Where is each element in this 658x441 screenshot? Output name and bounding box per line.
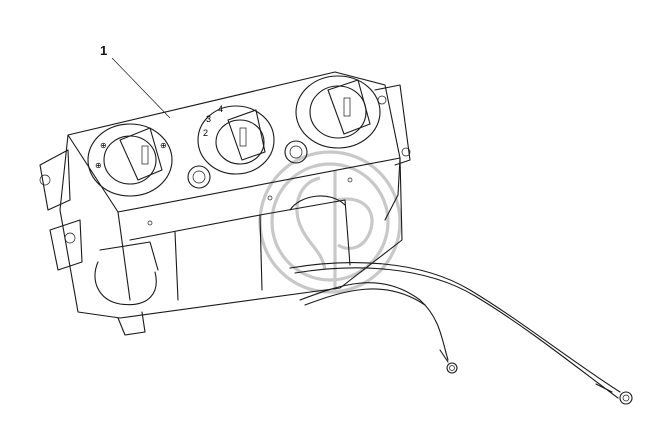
push-switches xyxy=(187,140,308,189)
svg-text:⊕: ⊕ xyxy=(95,161,102,170)
control-housing xyxy=(39,71,411,336)
cp-logo-watermark xyxy=(258,150,402,294)
svg-text:4: 4 xyxy=(218,104,223,114)
svg-text:3: 3 xyxy=(206,114,211,124)
svg-text:2: 2 xyxy=(203,128,208,138)
control-cables xyxy=(289,262,633,405)
svg-text:⊕: ⊕ xyxy=(160,141,167,150)
callout-leader-line xyxy=(111,57,171,119)
temperature-knob: 3 4 2 xyxy=(197,104,275,175)
svg-text:⊕: ⊕ xyxy=(100,141,107,150)
callout-number: 1 xyxy=(100,43,108,58)
fan-speed-knob: ⊕ ⊕ ⊕ xyxy=(87,123,173,197)
air-distribution-knob xyxy=(295,75,381,149)
